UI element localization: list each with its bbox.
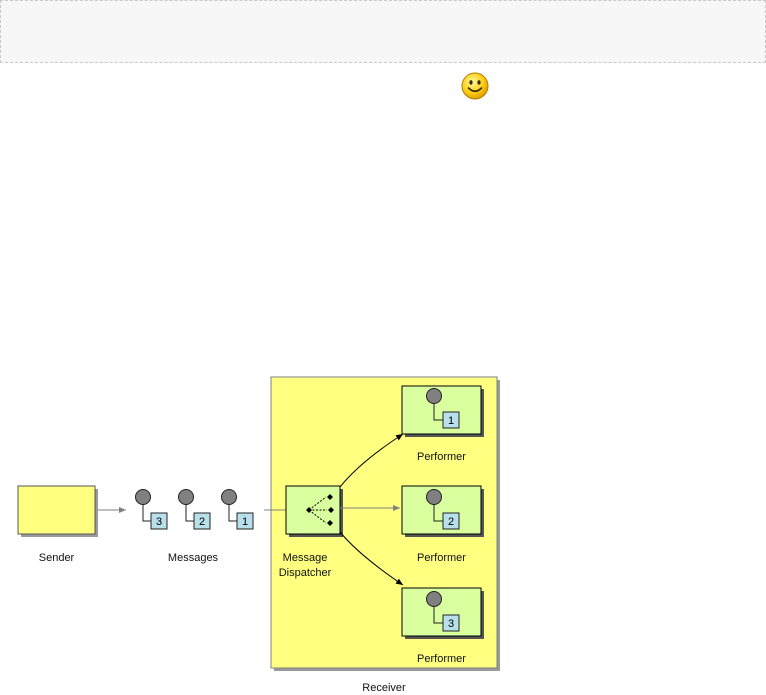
dispatcher-label-line2: Dispatcher (278, 567, 332, 579)
message-2 (178, 489, 211, 530)
message-1 (221, 489, 254, 530)
performer-1-box (401, 385, 482, 435)
performer-3-label: Performer (417, 653, 466, 665)
performer-3-box (401, 587, 482, 637)
message-1-tag: 1 (242, 516, 248, 528)
message-3 (135, 489, 168, 530)
dispatcher-label-line1: Message (282, 552, 328, 564)
sender-label: Sender (38, 552, 75, 564)
performer-2-tag: 2 (448, 516, 454, 528)
sender-box (17, 485, 96, 535)
receiver-label: Receiver (362, 682, 406, 694)
message-2-tag: 2 (199, 516, 205, 528)
top-banner (0, 0, 766, 63)
message-3-tag: 3 (156, 516, 162, 528)
performer-2-label: Performer (417, 552, 466, 564)
performer-3-tag: 3 (448, 618, 454, 630)
messages-label: Messages (167, 552, 219, 564)
performer-1-label: Performer (417, 451, 466, 463)
performer-1-tag: 1 (448, 415, 454, 427)
performer-2-box (401, 485, 482, 535)
smiley-icon (461, 72, 489, 100)
dispatcher-fanout-icon (306, 494, 334, 526)
